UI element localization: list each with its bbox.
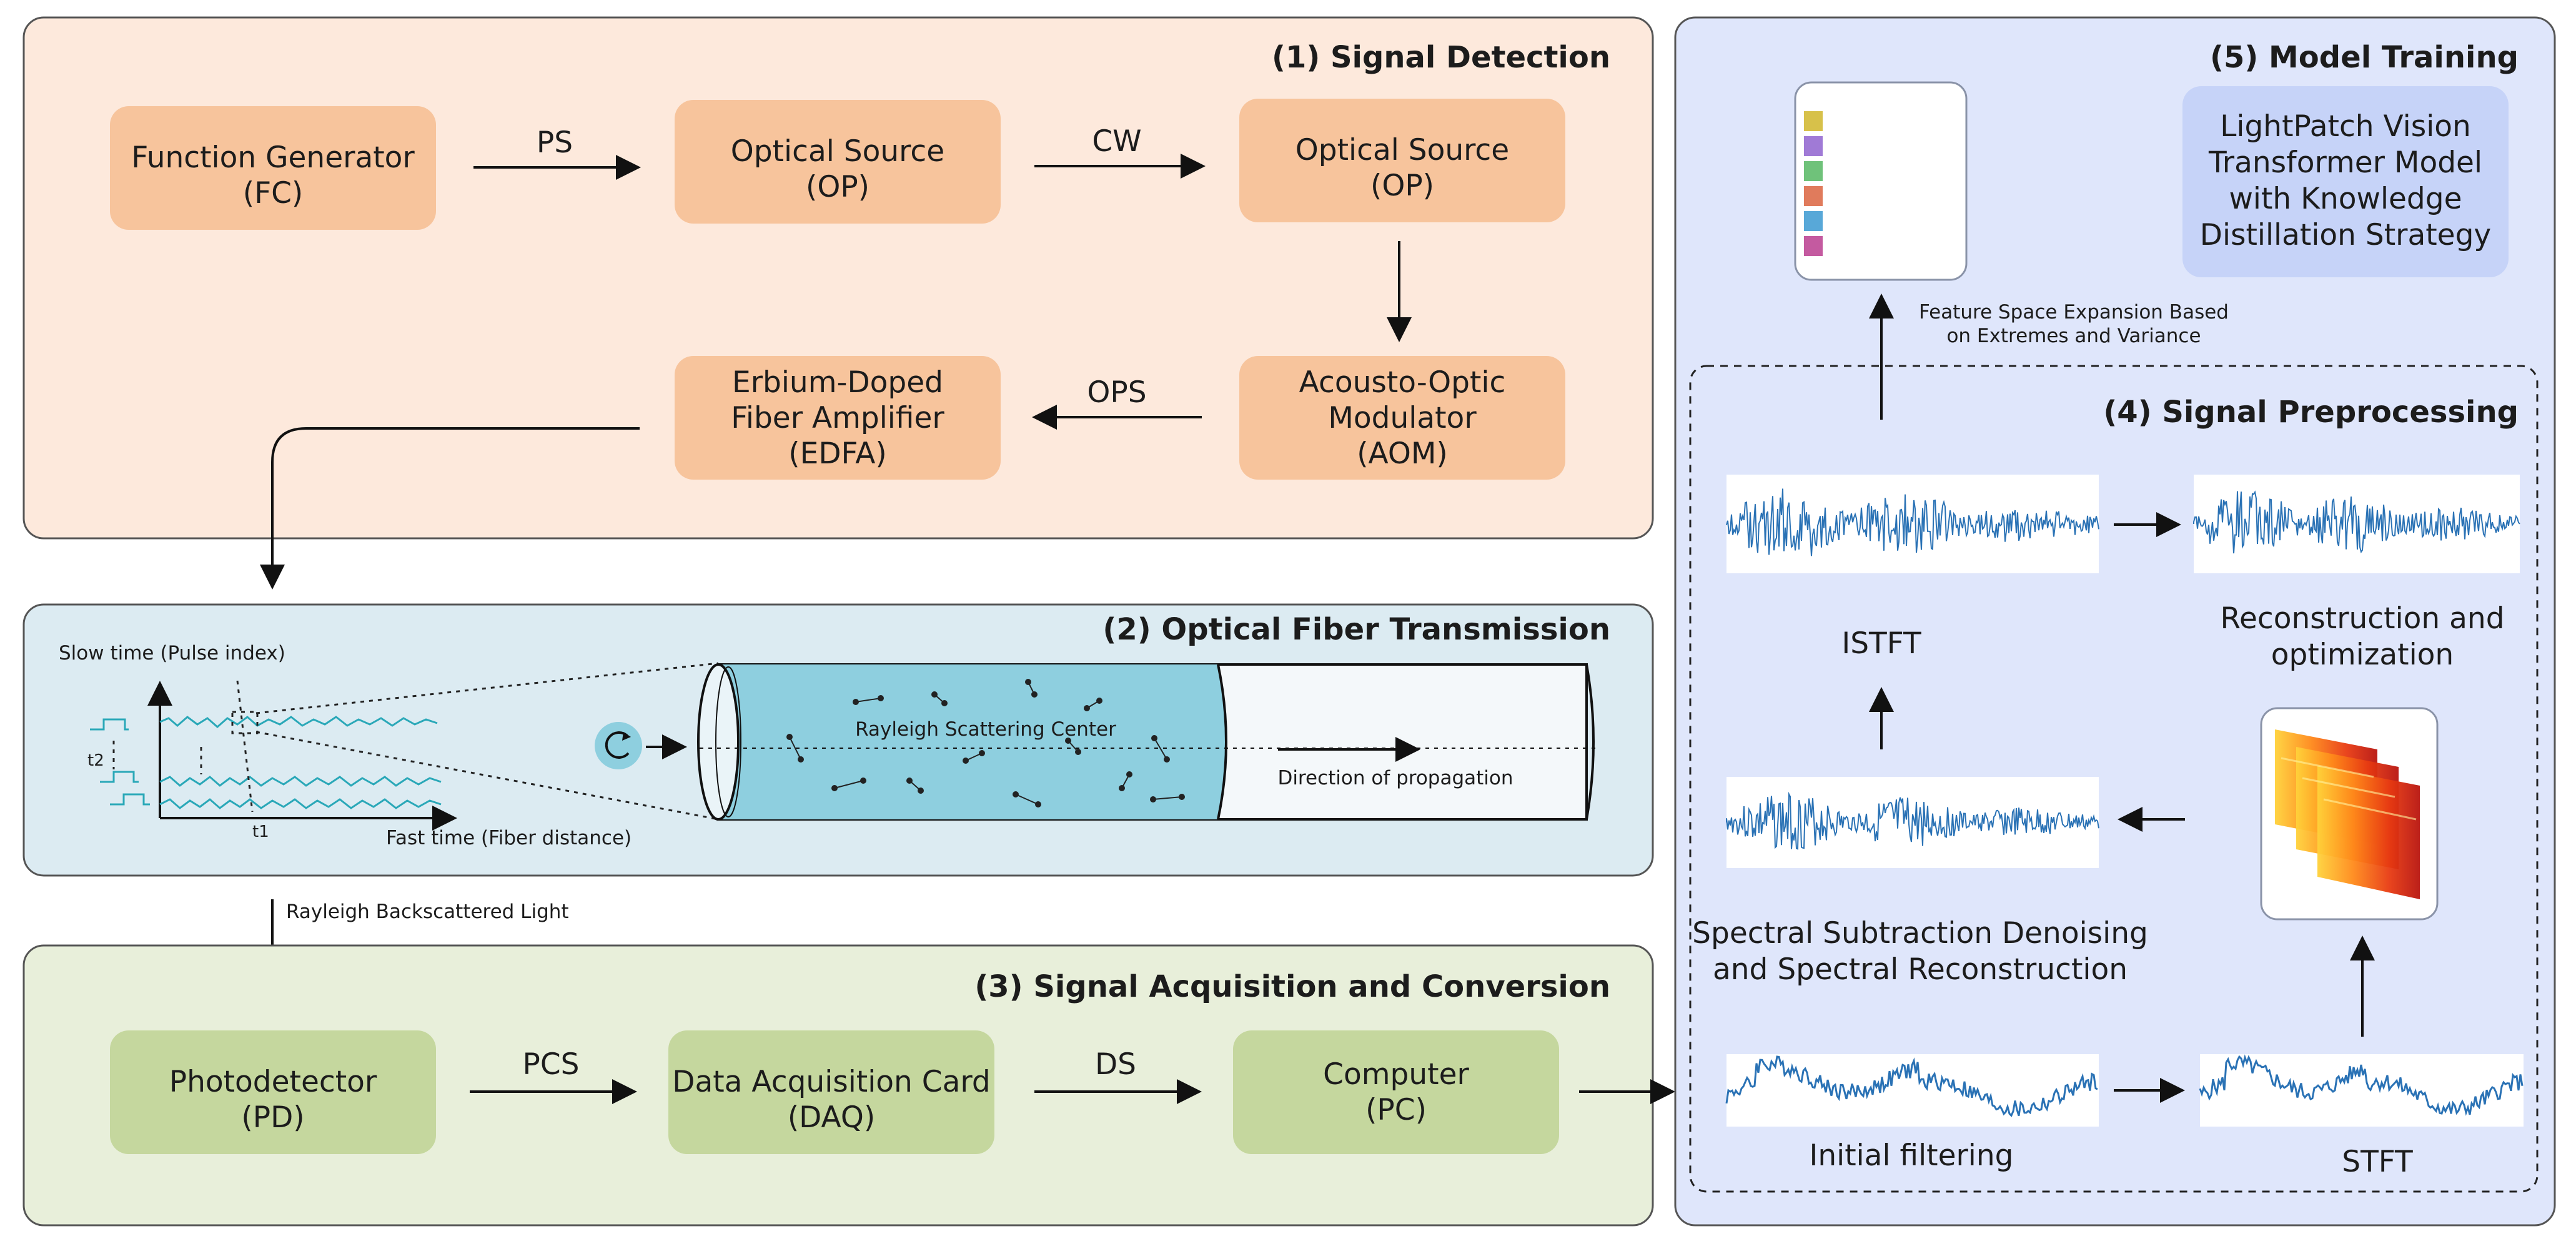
waveform-reconstruction: [2193, 475, 2520, 573]
optical-source-box-1: Optical Source(OP): [675, 100, 1001, 224]
computer-box: Computer(PC): [1233, 1030, 1559, 1154]
svg-text:Function Generator(FC): Function Generator(FC): [131, 141, 415, 210]
daq-box: Data Acquisition Card(DAQ): [668, 1030, 994, 1154]
t2-label: t2: [87, 751, 104, 770]
panel-model-training: [1674, 16, 2556, 1227]
label-ds: DS: [1095, 1047, 1136, 1082]
optical-fiber: [697, 663, 1597, 821]
svg-text:Computer(PC): Computer(PC): [1323, 1057, 1469, 1127]
waveform-spectral-subtraction: [1726, 777, 2099, 868]
t1-label: t1: [252, 822, 269, 841]
panel-signal-preprocessing: [1689, 365, 2539, 1193]
direction-label: Direction of propagation: [1277, 767, 1513, 789]
label-ps: PS: [537, 126, 573, 160]
circulator-icon: [595, 722, 642, 769]
slow-time-label: Slow time (Pulse index): [59, 642, 285, 664]
photodetector-box: Photodetector(PD): [110, 1030, 436, 1154]
fast-time-label: Fast time (Fiber distance): [386, 827, 632, 849]
scattering-centers: [786, 679, 1185, 807]
panel-title-signal-detection: (1) Signal Detection: [1272, 40, 1610, 75]
pulse-traces: [90, 716, 442, 809]
trace-markers: [112, 662, 719, 821]
panel-title-signal-acquisition: (3) Signal Acquisition and Conversion: [974, 969, 1610, 1004]
svg-text:Photodetector(PD): Photodetector(PD): [169, 1065, 377, 1135]
panel-title-model-training: (5) Model Training: [2210, 40, 2519, 75]
panel-title-signal-preprocessing: (4) Signal Preprocessing: [2103, 395, 2519, 430]
function-generator-box: Function Generator(FC): [110, 106, 436, 230]
svg-text:Optical Source(OP): Optical Source(OP): [1295, 133, 1509, 203]
panel-title-optical-fiber: (2) Optical Fiber Transmission: [1102, 612, 1610, 647]
waveform-istft: [1726, 475, 2099, 573]
label-cw: CW: [1092, 124, 1141, 159]
arrow-edfa-to-fiber: [260, 427, 640, 590]
backscatter-label: Rayleigh Backscattered Light: [286, 901, 569, 923]
waveform-stft-input: [2199, 1054, 2524, 1127]
svg-text:Data Acquisition Card(DAQ): Data Acquisition Card(DAQ): [672, 1065, 990, 1135]
optical-source-box-2: Optical Source(OP): [1239, 99, 1565, 222]
spectrogram-image: [2260, 707, 2439, 921]
svg-text:Optical Source(OP): Optical Source(OP): [731, 134, 944, 204]
initial-filtering-label: Initial filtering: [1809, 1138, 2013, 1173]
waveform-initial-filtering: [1725, 1054, 2099, 1127]
stft-label: STFT: [2342, 1145, 2413, 1179]
patch-grid-image: [1794, 81, 1968, 281]
time-axes: [147, 681, 457, 831]
rayleigh-center-label: Rayleigh Scattering Center: [855, 718, 1116, 741]
label-ops: OPS: [1087, 375, 1146, 410]
label-pcs: PCS: [523, 1047, 580, 1082]
istft-label: ISTFT: [1841, 626, 1921, 661]
